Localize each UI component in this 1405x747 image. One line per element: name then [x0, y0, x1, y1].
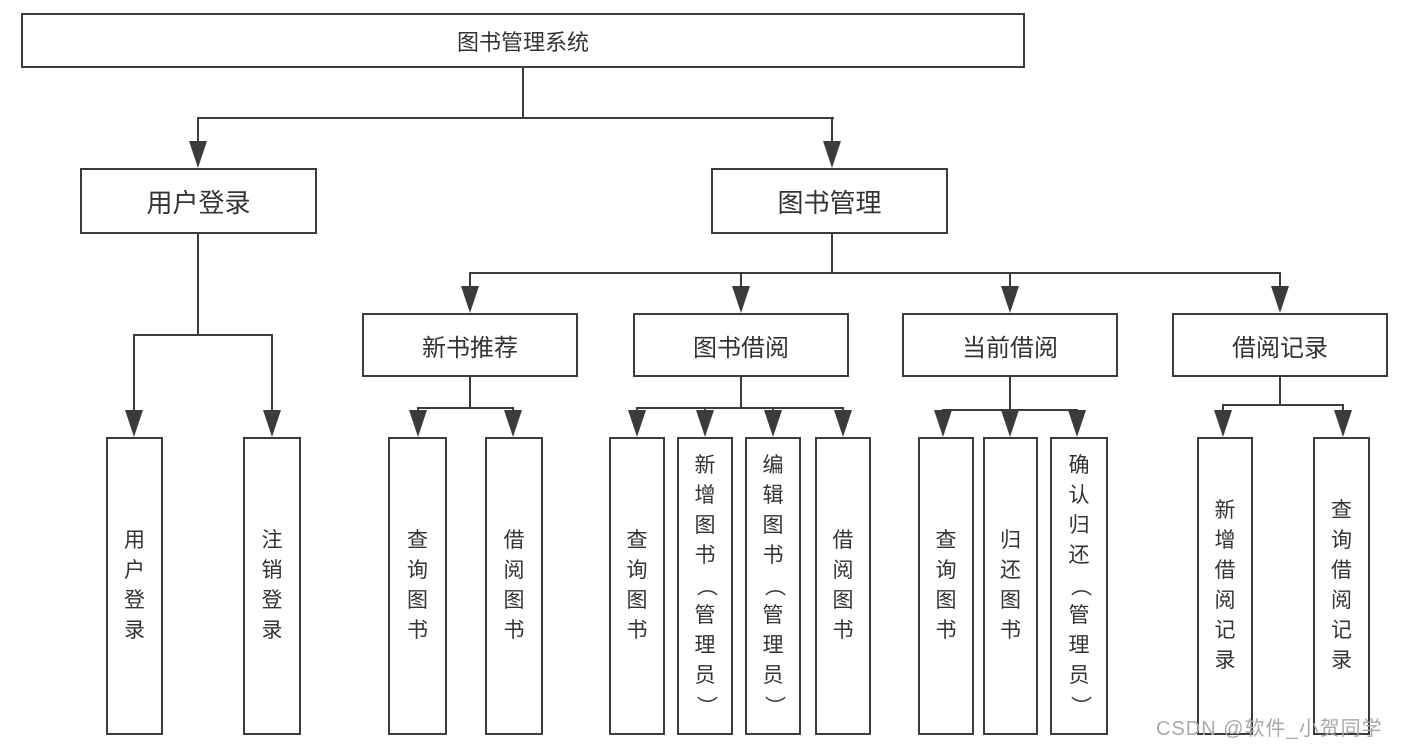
node-leaf-query-books-recommend: 查询图书	[388, 437, 447, 735]
connector-line	[1279, 376, 1281, 406]
node-leaf-user-login: 用户登录	[106, 437, 163, 735]
arrowhead	[696, 410, 714, 437]
connector-line	[636, 407, 844, 409]
node-user-login: 用户登录	[80, 168, 317, 234]
csdn-watermark: CSDN @软件_小贺同学	[1156, 718, 1383, 740]
arrowhead	[504, 410, 522, 437]
connector-line	[1222, 404, 1344, 406]
connector-line	[1342, 404, 1344, 414]
connector-line	[271, 334, 273, 414]
node-leaf-query-borrow-record: 查询借阅记录	[1313, 437, 1370, 735]
connector-line	[417, 407, 514, 409]
connector-line	[197, 234, 199, 336]
arrowhead	[1271, 286, 1289, 313]
connector-line	[1279, 272, 1281, 292]
node-leaf-query-books-borrow: 查询图书	[609, 437, 665, 735]
node-borrowing-records: 借阅记录	[1172, 313, 1388, 377]
connector-line	[1009, 377, 1011, 411]
arrowhead	[409, 410, 427, 437]
node-leaf-borrow-books-recommend: 借阅图书	[485, 437, 543, 735]
node-leaf-query-books-current: 查询图书	[918, 437, 974, 735]
arrowhead	[1068, 410, 1086, 437]
connector-line	[469, 272, 471, 292]
arrowhead	[125, 410, 143, 437]
connector-line	[133, 334, 273, 336]
connector-line	[1009, 272, 1011, 292]
connector-line	[831, 234, 833, 274]
connector-line	[469, 272, 1281, 274]
arrowhead	[1001, 286, 1019, 313]
node-leaf-add-books-admin: 新增图书（管理员）	[677, 437, 733, 735]
arrowhead	[764, 410, 782, 437]
arrowhead	[934, 410, 952, 437]
connector-line	[469, 377, 471, 409]
connector-line	[831, 117, 833, 147]
arrowhead	[1334, 410, 1352, 437]
connector-line	[197, 117, 199, 147]
node-new-book-recommend: 新书推荐	[362, 313, 578, 377]
node-book-borrowing: 图书借阅	[633, 313, 849, 377]
node-leaf-confirm-return-admin: 确认归还（管理员）	[1050, 437, 1108, 735]
node-leaf-borrow-books: 借阅图书	[815, 437, 871, 735]
node-book-management: 图书管理	[711, 168, 948, 234]
arrowhead	[628, 410, 646, 437]
arrowhead	[1214, 410, 1232, 437]
arrowhead	[834, 410, 852, 437]
connector-line	[740, 272, 742, 292]
connector-line	[133, 334, 135, 414]
arrowhead	[461, 286, 479, 313]
node-leaf-return-books: 归还图书	[983, 437, 1038, 735]
arrowhead	[263, 410, 281, 437]
node-leaf-logout: 注销登录	[243, 437, 301, 735]
connector-line	[522, 68, 524, 118]
arrowhead	[1001, 410, 1019, 437]
connector-line	[740, 377, 742, 409]
node-leaf-edit-books-admin: 编辑图书（管理员）	[745, 437, 801, 735]
connector-line	[1222, 404, 1224, 414]
arrowhead	[732, 286, 750, 313]
connector-line	[197, 117, 834, 119]
node-current-borrowing: 当前借阅	[902, 313, 1118, 377]
node-leaf-add-borrow-record: 新增借阅记录	[1197, 437, 1253, 735]
node-library-system: 图书管理系统	[21, 13, 1025, 68]
arrowhead	[189, 141, 207, 168]
arrowhead	[823, 141, 841, 168]
